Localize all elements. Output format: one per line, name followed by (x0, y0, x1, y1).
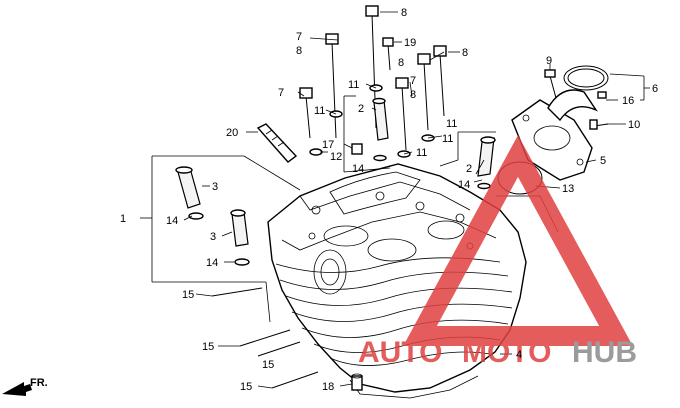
callout-14: 14 (206, 257, 218, 269)
callout-11: 11 (446, 118, 457, 130)
callout-11: 11 (348, 79, 359, 91)
front-arrow-icon (2, 382, 32, 396)
callout-19: 19 (404, 37, 416, 49)
callout-16: 16 (622, 95, 634, 107)
watermark-triangle-icon (403, 135, 633, 346)
callout-8: 8 (462, 47, 468, 59)
front-marker: FR. (2, 377, 48, 396)
valve-guides (175, 97, 496, 266)
watermark-part3: HUB (572, 336, 637, 369)
callout-11: 11 (416, 147, 427, 159)
studs (211, 287, 319, 389)
manifold-bolts (544, 69, 609, 130)
watermark-part1: AUTO (358, 336, 442, 369)
callout-3: 3 (210, 231, 216, 243)
callout-15: 15 (182, 289, 194, 301)
callout-10: 10 (628, 119, 640, 131)
callout-8: 8 (398, 57, 404, 69)
callout-8: 8 (410, 89, 416, 101)
callout-15: 15 (202, 341, 214, 353)
callout-11: 11 (314, 105, 325, 117)
callout-7: 7 (296, 31, 302, 43)
callout-6: 6 (652, 83, 658, 95)
callout-3: 3 (212, 181, 218, 193)
front-label: FR. (30, 377, 48, 389)
callout-labels: 8 7 8 19 8 8 7 8 7 11 11 2 11 11 11 17 1… (120, 7, 658, 393)
watermark-part2: MOTO (462, 336, 551, 369)
intake-manifold (511, 89, 598, 181)
dowel-pin (351, 373, 363, 391)
callout-18: 18 (322, 381, 334, 393)
callout-20: 20 (226, 127, 238, 139)
callout-2: 2 (358, 103, 364, 115)
callout-9: 9 (546, 55, 552, 67)
callout-5: 5 (600, 155, 606, 167)
callout-8: 8 (296, 45, 302, 57)
callout-8: 8 (401, 7, 407, 19)
callout-11: 11 (442, 133, 453, 145)
head-bolts (299, 5, 447, 151)
callout-14: 14 (458, 179, 470, 191)
callout-15: 15 (240, 381, 252, 393)
callout-12: 12 (330, 151, 342, 163)
callout-14: 14 (166, 215, 178, 227)
callout-7: 7 (278, 87, 284, 99)
callout-17: 17 (322, 139, 334, 151)
spark-plug (256, 123, 298, 163)
callout-7: 7 (410, 75, 416, 87)
callout-14: 14 (352, 163, 364, 175)
hose-clamp (563, 65, 609, 99)
callout-13: 13 (562, 183, 574, 195)
callout-4: 4 (516, 349, 522, 361)
callout-15: 15 (262, 359, 274, 371)
watermark: AUTO MOTO HUB (358, 135, 637, 369)
callout-2: 2 (466, 163, 472, 175)
callout-1: 1 (120, 213, 126, 225)
